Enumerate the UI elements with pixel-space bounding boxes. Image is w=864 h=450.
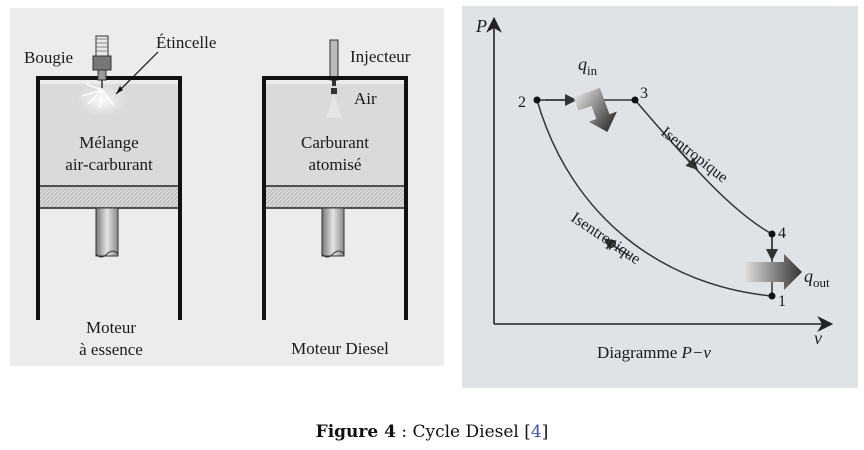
spark-plug-icon [92,35,112,88]
diesel-cylinder [262,76,408,320]
caption-ref-open: [ [524,422,531,442]
heat-in-arrow-icon [573,87,617,132]
fuel-spray [326,94,342,118]
diagram-title: Diagramme P−v [597,343,711,362]
compression-label: Isentropique [568,209,644,268]
process-1-2 [536,99,773,297]
diesel-chamber-label-line1: Carburant [301,133,369,152]
spark-leader-line [115,51,159,95]
state-point-3 [631,96,639,104]
heat-in-label: qin [578,54,598,78]
process-3-4 [634,99,773,235]
gasoline-chamber-label-line1: Mélange [79,133,138,152]
injector-label: Injecteur [350,47,411,66]
spark-plug-label: Bougie [24,48,73,67]
gasoline-engine-label-line1: Moteur [86,318,136,337]
expansion-label: Isentropique [658,124,731,187]
state-label-4: 4 [778,225,786,242]
diesel-chamber-label-line2: atomisé [309,155,362,174]
figure-label: Figure 4 [315,422,396,442]
caption-reference-link[interactable]: 4 [530,422,542,442]
caption-separator: : [395,422,413,442]
gasoline-engine: Bougie Étincelle Mélange air-carburant M… [24,33,216,359]
spark-glow [76,82,128,118]
gasoline-engine-label-line2: à essence [79,340,143,359]
state-label-2: 2 [518,94,526,111]
gasoline-cylinder [36,76,182,320]
heat-out-label: qout [804,266,830,290]
diesel-piston [263,185,407,209]
diesel-connecting-rod [321,207,345,257]
figure-caption: Figure 4 : Cycle Diesel [4] [0,422,864,442]
spark-label: Étincelle [156,33,216,52]
state-point-2 [533,96,541,104]
air-label: Air [354,89,377,108]
state-point-1 [768,292,776,300]
heat-out-arrow-icon [746,254,802,290]
pv-diagram: P v 1 2 3 4 qin qout [462,6,858,388]
y-axis-label: P [475,16,487,36]
state-label-1: 1 [778,293,786,310]
caption-ref-close: ] [541,422,549,442]
gasoline-piston [37,185,181,209]
x-axis-label: v [814,328,822,348]
gasoline-chamber-label-line2: air-carburant [65,155,153,174]
diesel-engine: Injecteur Air Carburant atomisé Moteur D… [262,39,411,358]
engines-illustration: Bougie Étincelle Mélange air-carburant M… [10,8,444,366]
state-point-4 [768,230,776,238]
caption-text: Cycle Diesel [412,422,525,442]
state-label-3: 3 [640,85,648,102]
diesel-engine-label: Moteur Diesel [291,339,389,358]
gasoline-connecting-rod [95,207,119,257]
spark-icon [81,83,115,109]
